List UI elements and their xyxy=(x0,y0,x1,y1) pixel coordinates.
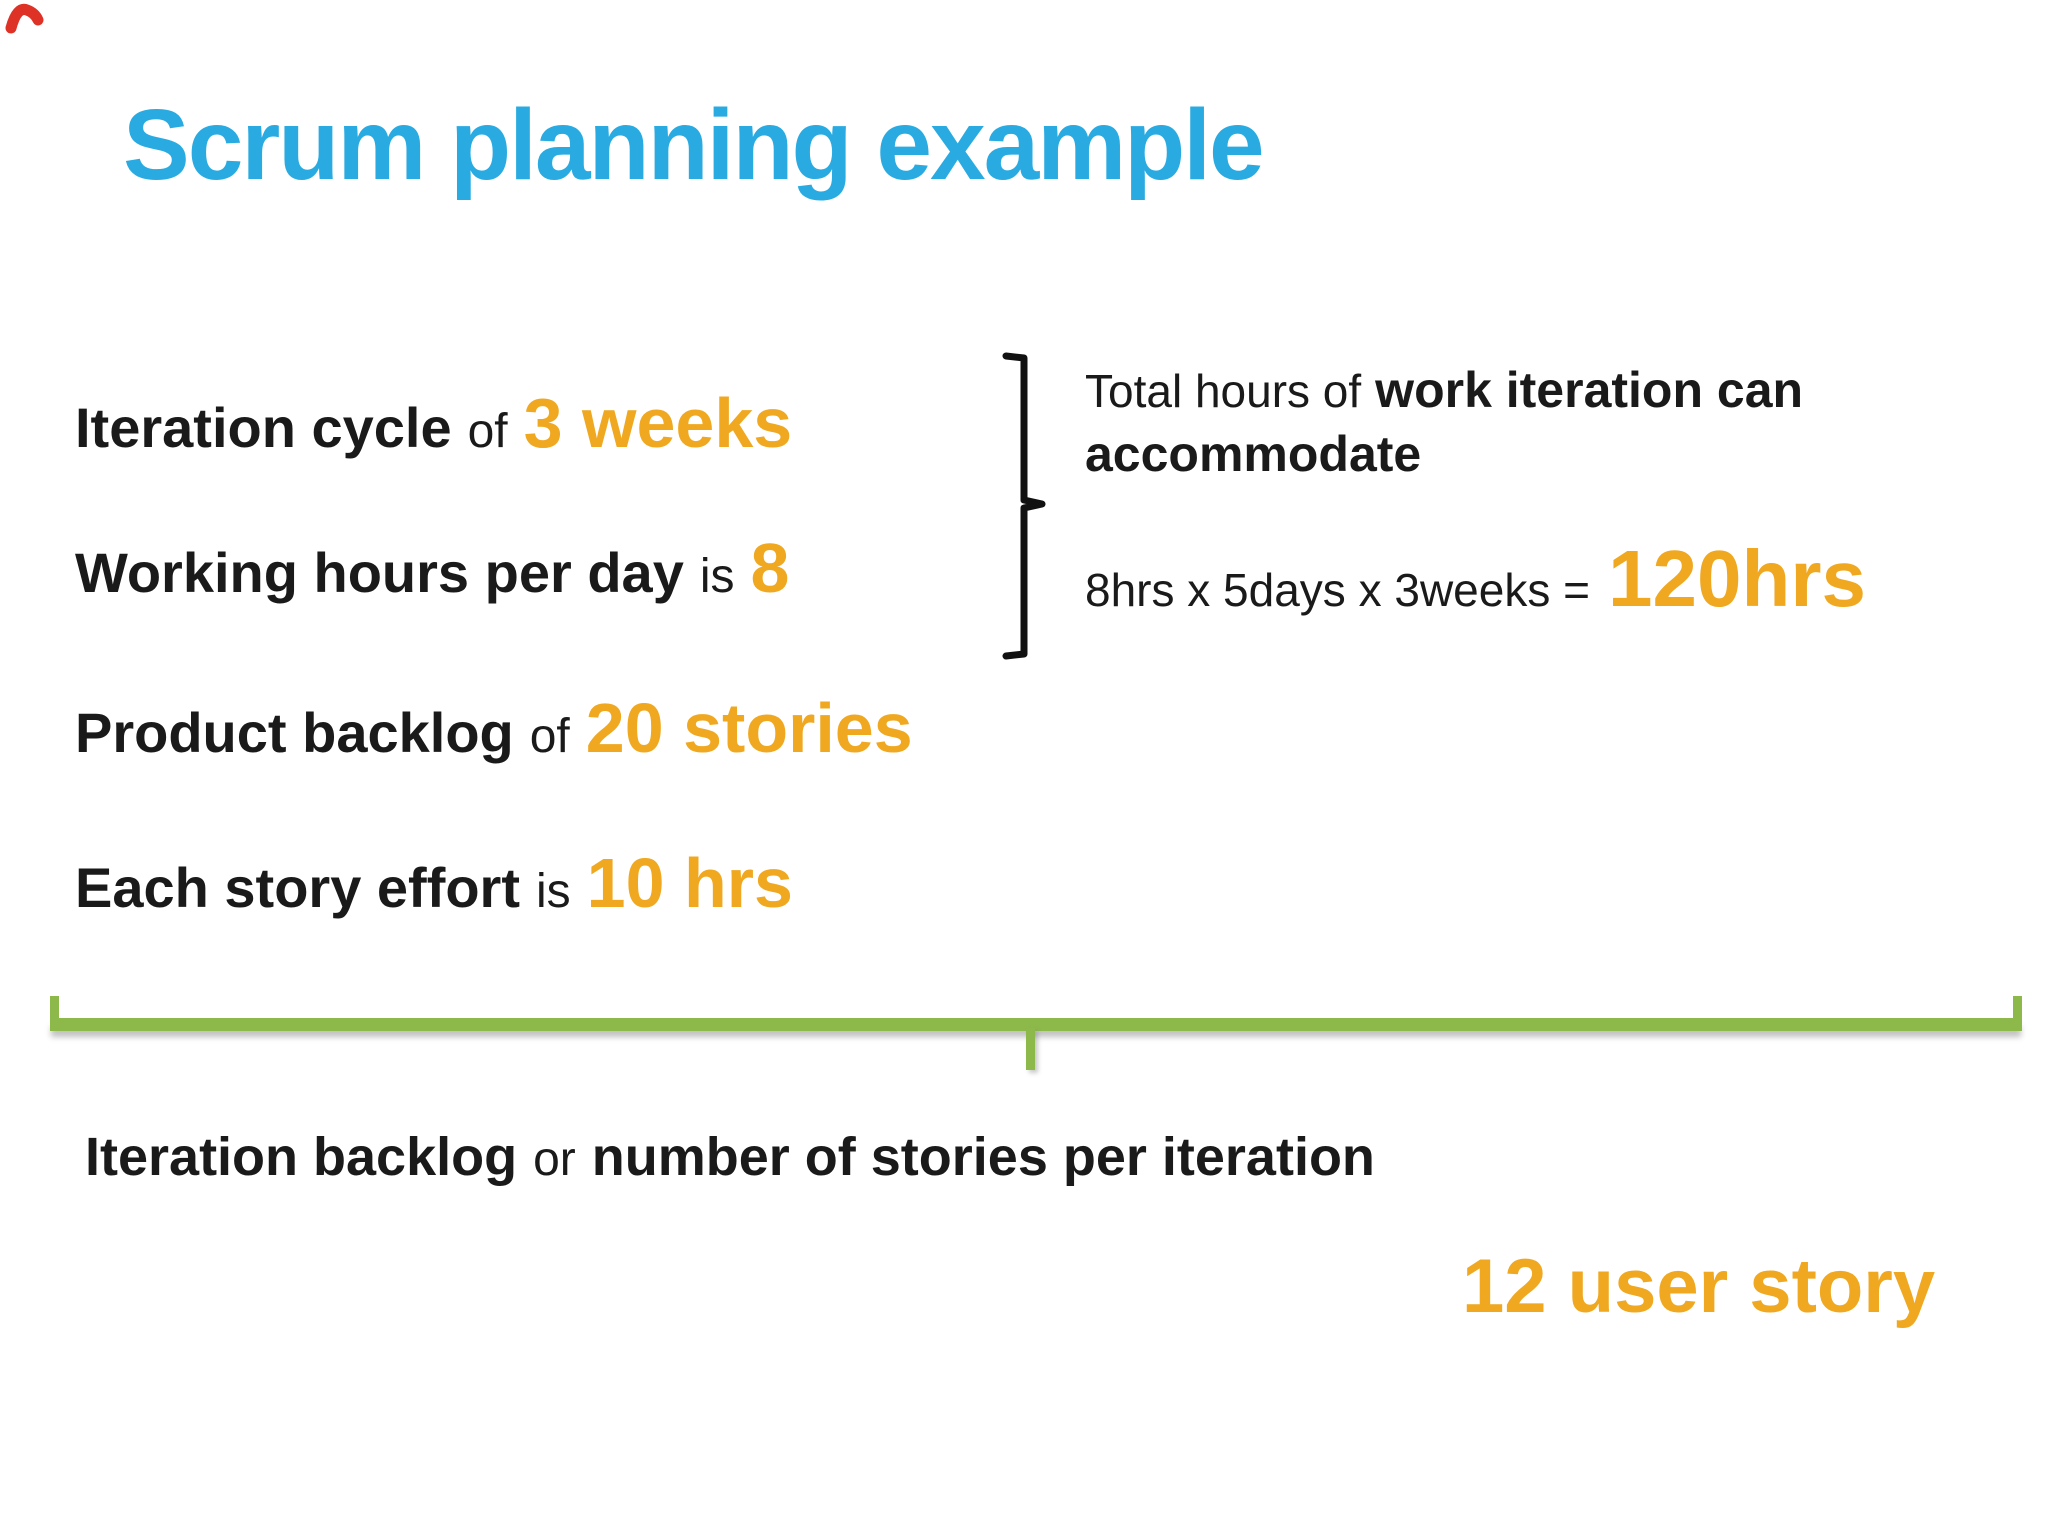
conclusion-connector: or xyxy=(533,1133,576,1186)
fact-connector: of xyxy=(529,710,570,763)
note-emphasis: work iteration can accommodate xyxy=(1085,362,1804,482)
down-brace-left-tick xyxy=(50,996,59,1026)
fact-product-backlog: Product backlog of 20 stories xyxy=(75,688,913,768)
conclusion-line: Iteration backlog or number of stories p… xyxy=(85,1126,1375,1188)
fact-value: 10 hrs xyxy=(586,844,793,922)
fact-label: Product backlog xyxy=(75,701,514,764)
fact-connector: of xyxy=(467,405,508,458)
conclusion-result: 12 user story xyxy=(1462,1244,1936,1329)
down-brace-bar xyxy=(50,1018,2022,1031)
fact-label: Iteration cycle xyxy=(75,396,452,459)
note-prefix: Total hours of xyxy=(1085,365,1362,417)
fact-value: 20 stories xyxy=(585,689,913,767)
slide-title: Scrum planning example xyxy=(123,89,1265,201)
red-pen-mark-icon xyxy=(5,3,44,34)
fact-value: 3 weeks xyxy=(523,384,793,462)
fact-connector: is xyxy=(536,865,571,918)
formula-result: 120hrs xyxy=(1607,534,1866,623)
formula-expression: 8hrs x 5days x 3weeks = xyxy=(1085,564,1590,616)
conclusion-description: number of stories per iteration xyxy=(591,1127,1375,1187)
fact-story-effort: Each story effort is 10 hrs xyxy=(75,843,793,923)
down-brace-right-tick xyxy=(2013,996,2022,1026)
down-brace-center-tick xyxy=(1026,1028,1035,1070)
right-brace-icon xyxy=(1002,352,1046,660)
fact-label: Working hours per day xyxy=(75,541,684,604)
fact-value: 8 xyxy=(750,529,790,607)
hours-formula: 8hrs x 5days x 3weeks = 120hrs xyxy=(1085,533,1866,625)
conclusion-label: Iteration backlog xyxy=(85,1127,518,1187)
fact-label: Each story effort xyxy=(75,856,520,919)
fact-working-hours: Working hours per day is 8 xyxy=(75,528,789,608)
fact-connector: is xyxy=(699,550,735,603)
fact-iteration-cycle: Iteration cycle of 3 weeks xyxy=(75,383,792,463)
